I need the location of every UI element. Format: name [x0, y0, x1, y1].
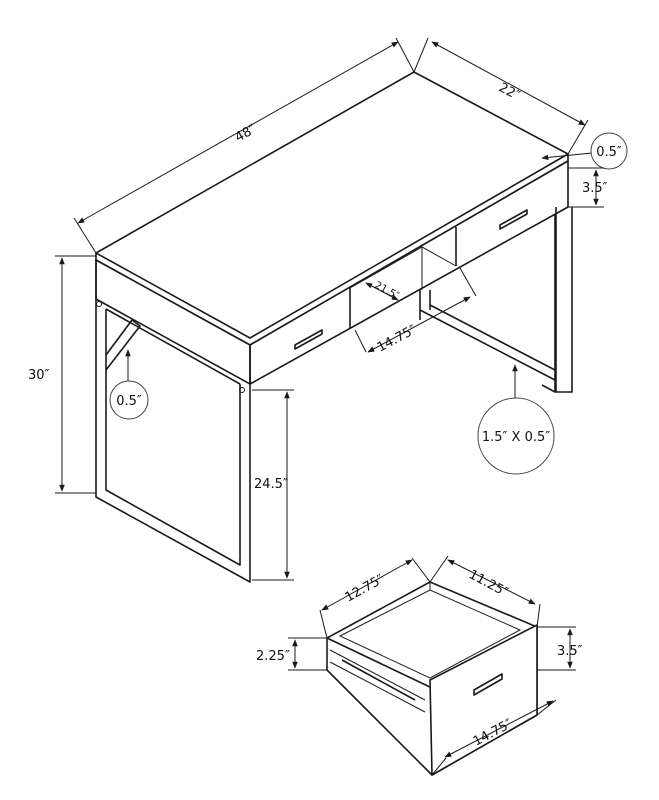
drawer-handle-right	[499, 209, 528, 230]
bolt-icon	[96, 301, 102, 307]
dim-drawer-depth: 12.75″	[343, 572, 387, 606]
drawer-drawing	[326, 581, 538, 776]
dim-drawer-inner-width: 11.25″	[466, 567, 510, 600]
drawer-handle-left	[294, 329, 323, 350]
desk-dimensions: 48″ 22″ 0.5″ 3.5″ 30″ 0.5″ 21.5″ 14.75″	[28, 37, 628, 581]
dim-desk-height: 30″	[28, 368, 50, 383]
dim-apron-height: 3.5″	[582, 181, 608, 196]
bolt-icon	[239, 387, 245, 393]
dim-side-brace: 0.5″	[116, 394, 142, 409]
dim-desk-width: 48″	[233, 122, 259, 146]
left-side-frame	[95, 259, 251, 583]
drawer-front-handle	[473, 673, 503, 696]
desk-drawing	[95, 71, 573, 583]
dim-top-thickness: 0.5″	[596, 145, 622, 160]
dim-knee-height: 24.5″	[254, 477, 288, 492]
dim-opening-width: 14.75″	[375, 322, 419, 355]
dim-drawer-front-height: 3.5″	[557, 644, 583, 659]
dim-leg-profile: 1.5″ X 0.5″	[482, 430, 550, 445]
dim-drawer-side-height: 2.25″	[256, 649, 290, 664]
dim-desk-depth: 22″	[496, 80, 522, 103]
